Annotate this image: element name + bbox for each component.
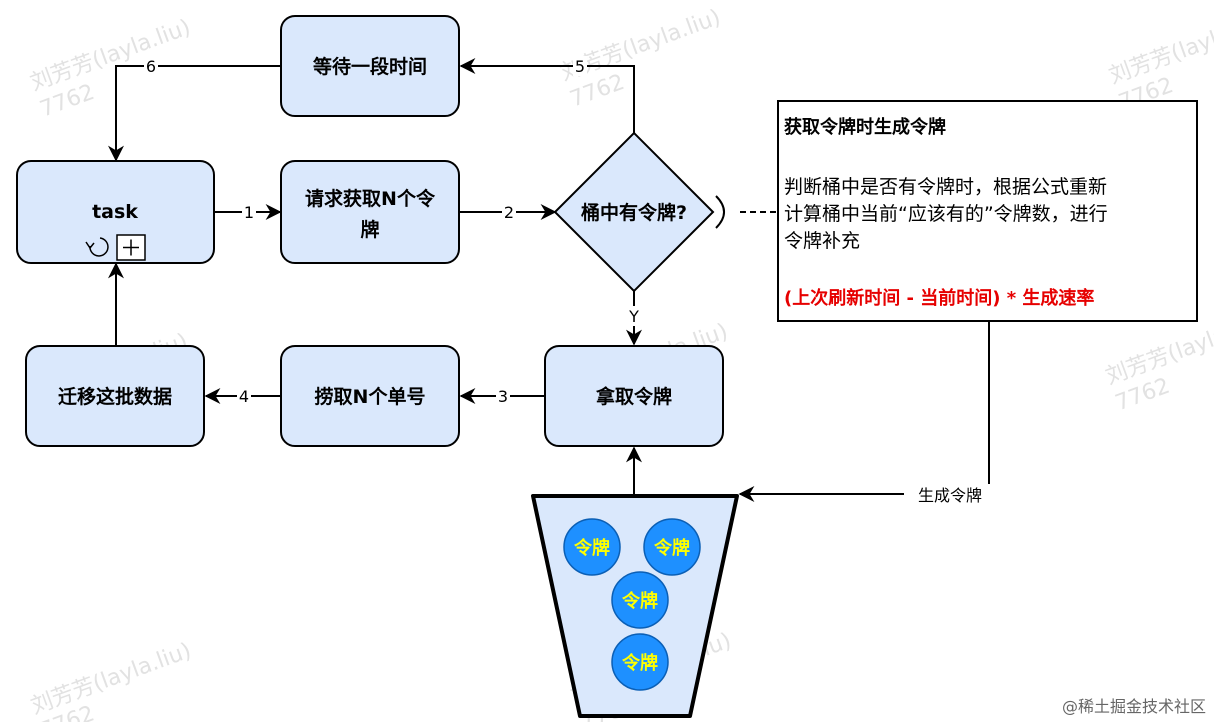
note-body-line-1: 判断桶中是否有令牌时，根据公式重新 [784,176,1107,198]
node-request-line-2: 牌 [360,218,379,241]
node-decision-label: 桶中有令牌? [581,201,687,224]
loop-marker-icon [85,237,109,257]
node-migrate-label: 迁移这批数据 [58,385,172,408]
node-wait[interactable]: 等待一段时间 [280,15,460,117]
node-migrate[interactable]: 迁移这批数据 [25,345,205,447]
edge-label-1: 1 [244,203,254,222]
node-request-line-1: 请求获取N个令 [305,187,436,210]
node-task-label: task [92,201,138,223]
token-label: 令牌 [653,537,690,559]
site-credit: @稀土掘金技术社区 [1062,697,1206,716]
token-label: 令牌 [573,537,610,559]
token-bucket: 令牌 令牌 令牌 令牌 [531,494,739,718]
token: 令牌 [563,518,621,576]
node-wait-label: 等待一段时间 [312,55,427,78]
edge-label-2: 2 [504,203,514,222]
edge-label-4: 4 [239,387,249,406]
node-request-token[interactable]: 请求获取N个令 牌 [280,160,460,264]
edge-label-yes: Y [628,307,639,326]
subprocess-plus-icon [116,234,146,261]
note-title: 获取令牌时生成令牌 [784,116,946,138]
note-formula: (上次刷新时间 - 当前时间) * 生成速率 [784,287,1094,309]
edge-5 [459,58,635,133]
node-fetch-ids[interactable]: 捞取N个单号 [280,345,460,447]
token: 令牌 [643,518,701,576]
edge-label-6: 6 [146,57,156,76]
watermark-name: 刘芳芳(layla.liu) [28,638,195,719]
note-box: 获取令牌时生成令牌 判断桶中是否有令牌时，根据公式重新 计算桶中当前“应该有的”… [777,100,1198,322]
node-decision[interactable]: 桶中有令牌? [553,131,715,293]
note-body-line-3: 令牌补充 [784,230,860,252]
annotation-bracket [715,195,725,229]
node-fetch-label: 捞取N个单号 [315,385,426,408]
edge-generate [738,321,990,502]
edge-label-5: 5 [575,57,585,76]
edge-labels: 1 2 5 6 Y 3 4 生成令牌 [144,56,996,506]
token: 令牌 [611,633,669,691]
token-label: 令牌 [621,652,658,674]
token-label: 令牌 [621,590,658,612]
edge-label-generate: 生成令牌 [918,486,982,505]
node-task[interactable]: task [16,160,215,264]
token: 令牌 [611,571,669,629]
watermark-name: 刘芳芳(layla.liu) [27,15,194,96]
edge-6 [108,65,281,162]
edge-label-3: 3 [498,387,508,406]
note-body-line-2: 计算桶中当前“应该有的”令牌数，进行 [784,203,1108,225]
node-take-token[interactable]: 拿取令牌 [544,345,724,447]
node-take-label: 拿取令牌 [595,385,672,408]
